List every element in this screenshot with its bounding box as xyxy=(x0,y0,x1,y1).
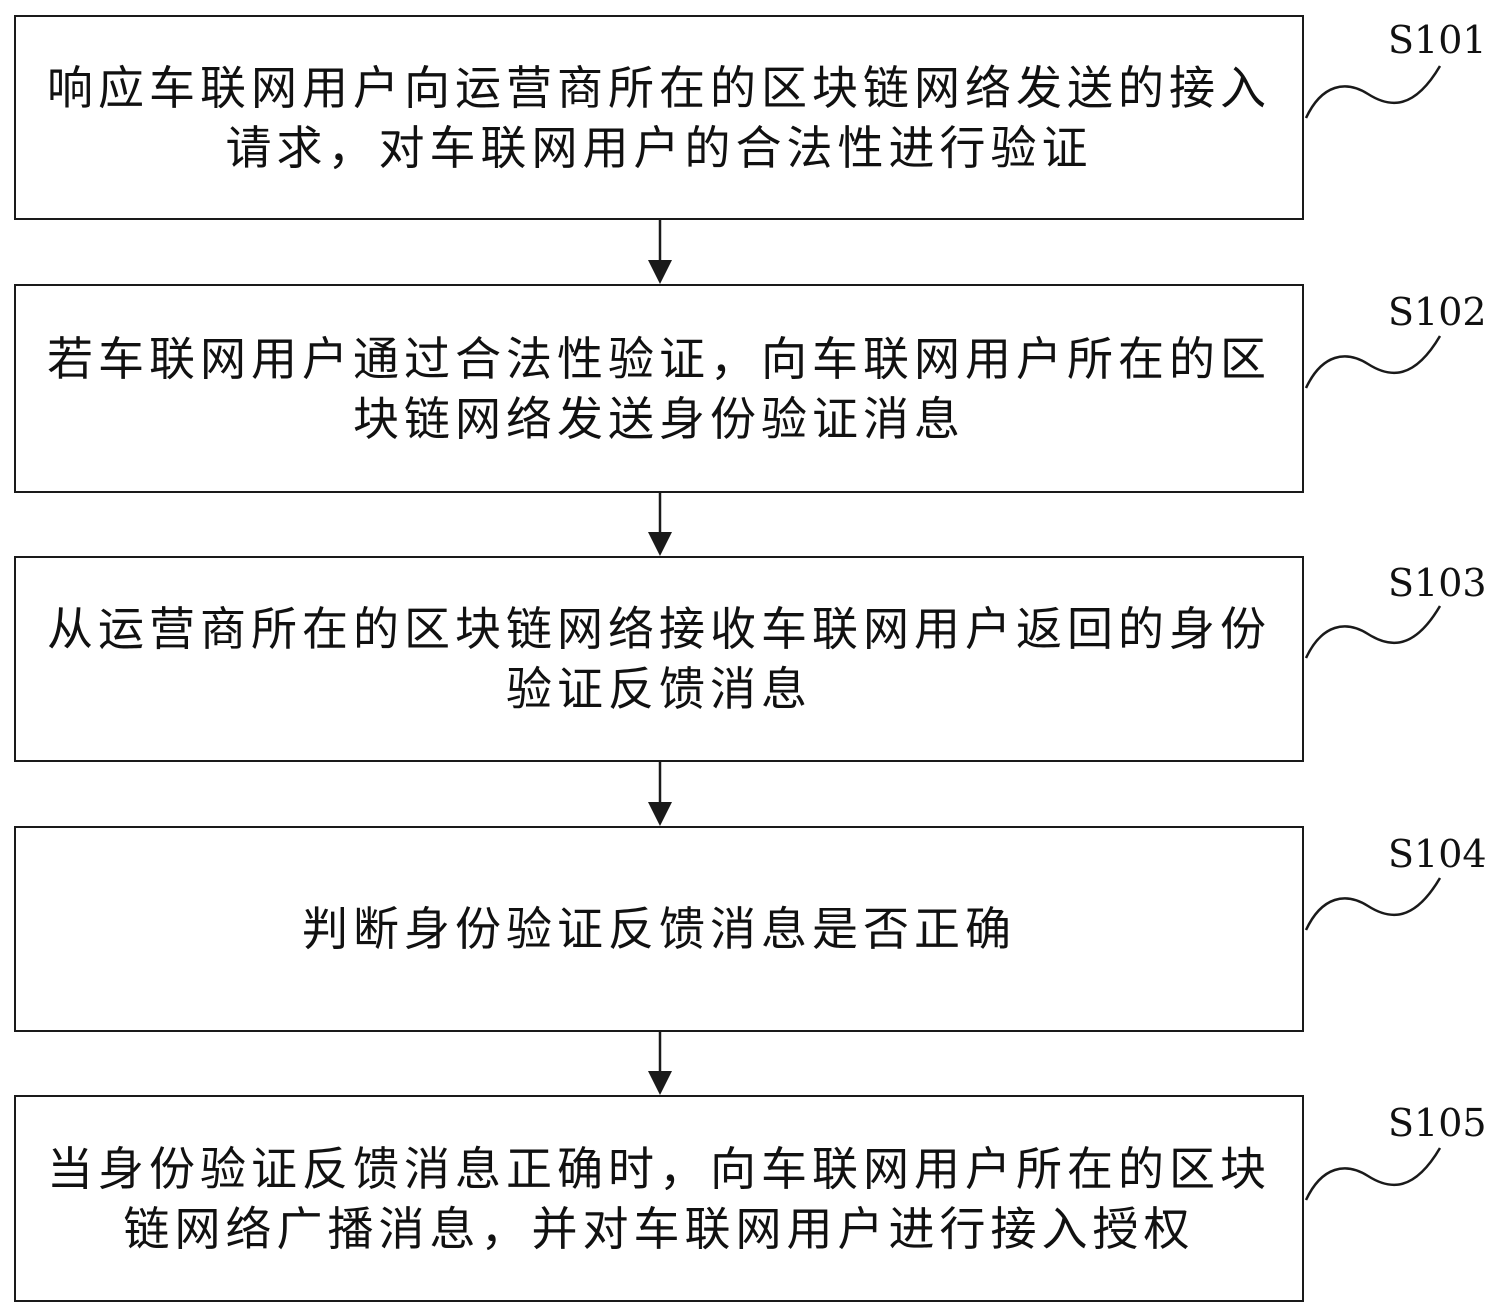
step-label-s104: S104 xyxy=(1388,832,1487,876)
arrow-s102-to-s103 xyxy=(648,492,672,556)
leader-s101 xyxy=(1304,65,1442,119)
step-box-s104: 判断身份验证反馈消息是否正确 xyxy=(14,826,1304,1032)
arrow-s101-to-s102 xyxy=(648,219,672,284)
leader-s104 xyxy=(1304,877,1442,931)
leader-s105 xyxy=(1304,1147,1442,1201)
step-text-s103: 从运营商所在的区块链网络接收车联网用户返回的身份验证反馈消息 xyxy=(47,602,1271,716)
step-text-s101: 响应车联网用户向运营商所在的区块链网络发送的接入请求，对车联网用户的合法性进行验… xyxy=(47,60,1271,175)
step-box-s105: 当身份验证反馈消息正确时，向车联网用户所在的区块链网络广播消息，并对车联网用户进… xyxy=(14,1095,1304,1302)
step-text-s104: 判断身份验证反馈消息是否正确 xyxy=(302,902,1016,956)
step-label-s103: S103 xyxy=(1388,561,1487,605)
step-label-s102: S102 xyxy=(1388,290,1487,334)
leader-s103 xyxy=(1304,605,1442,659)
leader-s102 xyxy=(1304,335,1442,389)
step-label-s101: S101 xyxy=(1388,18,1487,62)
step-box-s102: 若车联网用户通过合法性验证，向车联网用户所在的区块链网络发送身份验证消息 xyxy=(14,284,1304,493)
arrow-s103-to-s104 xyxy=(648,761,672,826)
step-text-s105: 当身份验证反馈消息正确时，向车联网用户所在的区块链网络广播消息，并对车联网用户进… xyxy=(47,1141,1271,1256)
step-text-s102: 若车联网用户通过合法性验证，向车联网用户所在的区块链网络发送身份验证消息 xyxy=(47,331,1271,446)
step-box-s103: 从运营商所在的区块链网络接收车联网用户返回的身份验证反馈消息 xyxy=(14,556,1304,762)
step-box-s101: 响应车联网用户向运营商所在的区块链网络发送的接入请求，对车联网用户的合法性进行验… xyxy=(14,15,1304,220)
arrow-s104-to-s105 xyxy=(648,1031,672,1095)
step-label-s105: S105 xyxy=(1388,1101,1487,1145)
